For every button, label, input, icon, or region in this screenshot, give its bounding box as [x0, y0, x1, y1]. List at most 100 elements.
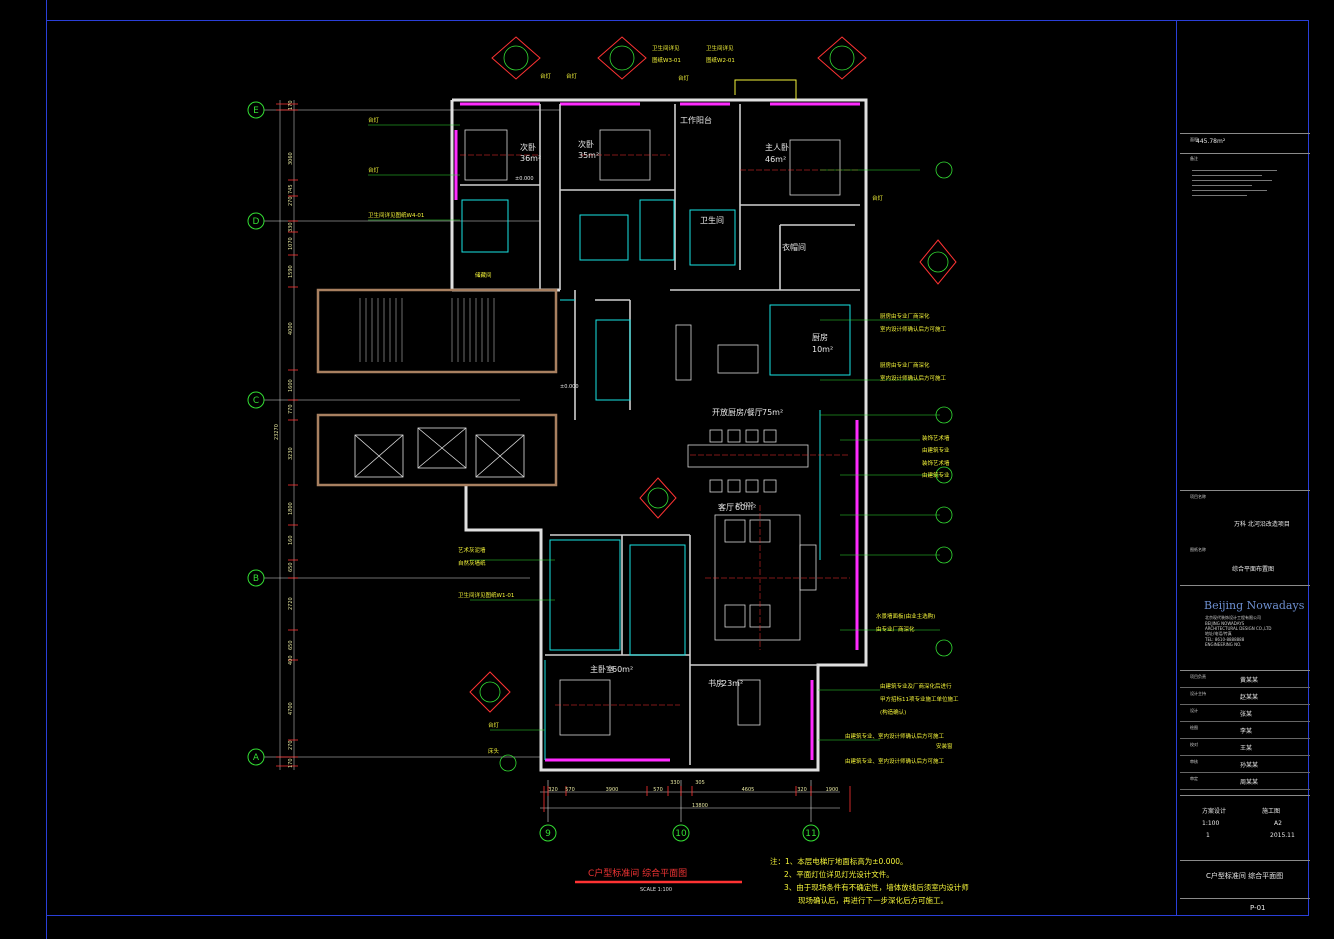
- tb-notes-text: [1192, 166, 1282, 200]
- tb-area-label: 面积: [1190, 137, 1198, 142]
- right-label-4: 室内设计师确认后方可施工: [880, 374, 947, 382]
- level-mark-bed: ±0.000: [515, 176, 534, 182]
- tb-row-signs: [1180, 670, 1310, 671]
- tb-page: 1: [1206, 832, 1210, 839]
- right-label-10: 由专业厂商深化: [876, 625, 915, 633]
- right-label-9: 水景墙面板(由业主选购): [876, 612, 935, 620]
- right-label-15: 安装窗: [936, 742, 953, 750]
- note-line-4: 现场确认后，再进行下一步深化后方可施工。: [798, 896, 948, 905]
- top-label-0: 卫生间详见: [652, 44, 680, 52]
- stair-treads: [359, 298, 495, 362]
- magenta-windows: [454, 102, 860, 762]
- dim-left-12: 160: [288, 535, 294, 545]
- sign-row: 项目负责 黄某某: [1180, 671, 1310, 688]
- room-area-1: 35m²: [578, 151, 599, 160]
- sign-row: 校对 王某: [1180, 739, 1310, 756]
- bottom-dimension-chain: [540, 791, 840, 809]
- sign-label-5: 审核: [1190, 759, 1198, 764]
- grid-axes: [264, 109, 812, 822]
- tb-row-sheet-title: [1180, 860, 1310, 861]
- cyan-partitions: [461, 199, 851, 760]
- dim-bottom-1: 570: [565, 787, 575, 793]
- tb-date: 2015.11: [1270, 832, 1295, 839]
- right-label-13: (构造确认): [880, 708, 906, 716]
- sign-label-0: 项目负责: [1190, 674, 1206, 679]
- left-label-7: 台灯: [488, 721, 500, 729]
- left-label-2: 卫生间详见图纸W4-01: [368, 211, 424, 219]
- top-label-4: 台灯: [540, 72, 552, 80]
- dim-bottom-4: 330: [670, 780, 680, 786]
- dim-bottom-8: 1900: [826, 787, 839, 793]
- tb-sheet-number: P-01: [1250, 904, 1266, 912]
- sign-table: 项目负责 黄某某 设计主持 赵某某 设计 张某 绘图 李某 校对 王某 审核 孙…: [1180, 671, 1310, 790]
- company-line-2: BEIJING NOWADAYS: [1205, 621, 1245, 626]
- dim-left-17: 4700: [288, 702, 294, 715]
- company-line-5: TEL: 8610-8888888: [1205, 637, 1245, 642]
- right-label-5: 装饰艺术墙: [922, 434, 950, 442]
- axis-E-label: E: [253, 106, 259, 116]
- dim-left-4: 330: [288, 222, 294, 232]
- sign-value-3: 李某: [1240, 728, 1253, 735]
- dim-bottom-3: 570: [653, 787, 663, 793]
- yellow-bay: [734, 79, 797, 100]
- right-label-11: 由建筑专业及厂商深化后进行: [880, 682, 952, 690]
- axis-C-label: C: [253, 396, 259, 406]
- title-block: 面积 445.78m² 备注 项目名称 万科 北河沿改造项目 图纸名称 综合平面…: [1180, 20, 1310, 915]
- tb-row-notes: [1180, 153, 1310, 154]
- top-label-6: 台灯: [678, 74, 690, 82]
- section-markers: [469, 36, 957, 713]
- dim-left-16: 400: [288, 655, 294, 665]
- company-line-1: 北京现代装饰设计工程有限公司: [1205, 615, 1261, 620]
- right-label-1: 厨房由专业厂商深化: [880, 312, 930, 320]
- dim-left-7: 4000: [288, 322, 294, 335]
- room-name-1: 次卧: [578, 139, 594, 149]
- dim-left-0: 170: [288, 100, 294, 110]
- room-name-8: 卫生间: [700, 215, 724, 225]
- tb-area-value: 445.78m²: [1196, 138, 1226, 145]
- dim-left-10: 3230: [288, 447, 294, 460]
- sign-value-5: 孙某某: [1240, 762, 1259, 769]
- right-label-6: 由建筑专业: [922, 446, 950, 454]
- room-area-6: 60m²: [612, 665, 633, 674]
- sign-value-6: 周某某: [1240, 779, 1259, 786]
- room-area-4: 75m²: [762, 408, 783, 417]
- top-label-3: 图纸W2-01: [706, 56, 735, 64]
- room-name-6: 主卧室: [590, 664, 614, 674]
- room-area-5: 60m²: [735, 503, 756, 512]
- left-label-4: 艺术灰泥墙: [458, 546, 486, 554]
- drawing-scale: SCALE 1:100: [640, 887, 673, 893]
- top-label-5: 台灯: [566, 72, 578, 80]
- section-circles: [479, 45, 953, 772]
- company-logo: Beijing Nowadays: [1204, 599, 1305, 612]
- axis-B-label: B: [253, 574, 259, 584]
- sign-value-0: 黄某某: [1240, 677, 1259, 684]
- note-line-1: 注：1、本层电梯厅地面标高为±0.000。: [770, 857, 908, 866]
- tb-notes-label: 备注: [1190, 156, 1198, 161]
- stair-core: [316, 288, 558, 487]
- titleblock-divider: [1176, 20, 1177, 916]
- dim-left-1: 3060: [288, 152, 294, 165]
- drawing-frame-bottom: [46, 915, 1308, 916]
- dim-bottom-5: 305: [695, 780, 705, 786]
- sofas: [724, 519, 817, 628]
- note-line-3: 3、由于现场条件有不确定性，墙体放线后须室内设计师: [784, 883, 969, 892]
- left-dimension-chain: [279, 100, 295, 770]
- tb-drawing-label: 图纸名称: [1190, 547, 1206, 552]
- dim-left-11: 1800: [288, 502, 294, 515]
- company-line-3: ARCHITECTURAL DESIGN CO.,LTD: [1205, 626, 1272, 631]
- right-label-12: 甲方招标11项专业施工单位施工: [880, 695, 959, 703]
- right-label-2: 室内设计师确认后方可施工: [880, 325, 947, 333]
- sign-row: 审定 周某某: [1180, 773, 1310, 790]
- left-label-8: 床头: [488, 747, 500, 755]
- sign-value-2: 张某: [1240, 711, 1253, 718]
- axis-9-label: 9: [545, 829, 551, 839]
- sign-row: 审核 孙某某: [1180, 756, 1310, 773]
- tb-phase: 方案设计: [1202, 808, 1227, 815]
- axis-A-label: A: [253, 753, 260, 763]
- dim-left-15: 650: [288, 640, 294, 650]
- left-dimension-texts: 170 3060 745 270 330 1070 1590 4000 1600…: [274, 100, 294, 768]
- dim-left-14: 2720: [288, 597, 294, 610]
- floor-plan-drawing[interactable]: E D C B A 9 10 11 170 3060 745 270 330 1…: [0, 0, 1175, 939]
- elevator-cars: [354, 427, 525, 478]
- room-name-3: 厨房: [812, 332, 828, 342]
